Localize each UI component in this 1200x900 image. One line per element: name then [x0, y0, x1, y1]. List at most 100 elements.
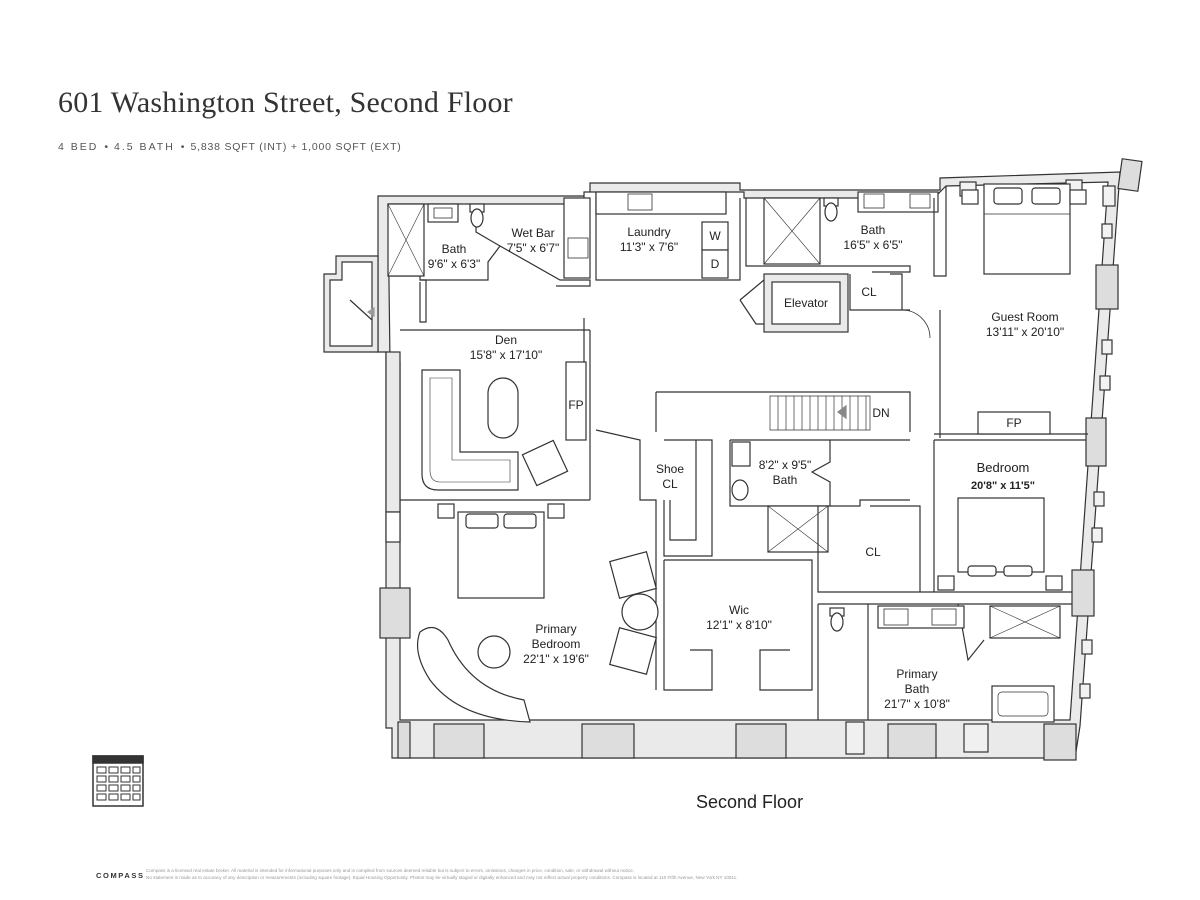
- column: [887, 723, 937, 759]
- wic-name: Wic: [729, 603, 749, 617]
- bedroom-dims: 20'8" x 11'5": [971, 480, 1035, 492]
- wetbar-walls: [499, 245, 591, 287]
- legal-line: No statement is made as to accuracy of a…: [146, 875, 738, 880]
- fireplace: [977, 411, 1051, 435]
- elevator-label: Elevator: [784, 296, 828, 310]
- guestroom-dims: 13'11" x 20'10": [986, 325, 1064, 339]
- stair-wall: [655, 391, 911, 441]
- fireplace: [565, 361, 587, 441]
- primary-wall: [400, 429, 657, 690]
- square-footage: 5,838 SQFT (INT) + 1,000 SQFT (EXT): [190, 141, 402, 153]
- den-dims: 15'8" x 17'10": [470, 348, 543, 362]
- den-wall: [400, 318, 591, 500]
- toilet-bowl: [824, 202, 838, 222]
- bath2-dims: 16'5" x 6'5": [843, 238, 902, 252]
- primary-bedroom-line2: Bedroom: [532, 637, 581, 651]
- closet-door: [901, 309, 931, 339]
- building-icon: [92, 755, 144, 807]
- pillow: [993, 187, 1023, 205]
- side-table: [477, 635, 511, 669]
- elevator-car: [771, 281, 841, 325]
- column: [1095, 264, 1119, 310]
- bath1-name: Bath: [442, 242, 467, 256]
- coffee-table: [487, 377, 519, 439]
- separator: •: [104, 141, 109, 153]
- column: [1085, 417, 1107, 467]
- washer: [701, 221, 729, 251]
- column: [433, 723, 485, 759]
- column: [1093, 491, 1105, 507]
- primary-bath-walls: [817, 603, 1072, 720]
- nightstand: [547, 503, 565, 519]
- sink: [863, 193, 885, 209]
- wic-dims: 12'1" x 8'10": [706, 618, 772, 632]
- sink: [883, 608, 909, 626]
- bath3-walls: [729, 440, 831, 507]
- primary-bath-line1: Primary: [896, 667, 937, 681]
- column: [735, 723, 787, 759]
- chaise: [417, 626, 531, 723]
- pillow: [967, 565, 997, 577]
- laundry-sink: [627, 193, 653, 211]
- bathtub-inner: [997, 691, 1049, 717]
- column: [385, 511, 401, 543]
- stair-arrow: [837, 404, 847, 420]
- baths-count: 4.5 BATH: [114, 141, 175, 153]
- column: [1099, 375, 1111, 391]
- brand-logo: COMPASS: [96, 871, 145, 880]
- bath2-name: Bath: [861, 223, 886, 237]
- nightstand: [437, 503, 455, 519]
- closet2-label: CL: [865, 545, 881, 559]
- column: [1101, 223, 1113, 239]
- toilet-bowl: [731, 479, 749, 501]
- shower-x: [763, 197, 821, 265]
- shower-x: [989, 605, 1061, 639]
- column: [1091, 527, 1103, 543]
- bath2-walls: [745, 198, 911, 273]
- column: [1101, 339, 1113, 355]
- pillow: [503, 513, 537, 529]
- nightstand: [1045, 575, 1063, 591]
- pillow: [1003, 565, 1033, 577]
- bed: [957, 497, 1045, 573]
- armchair: [521, 439, 569, 487]
- beds-count: 4 BED: [58, 141, 99, 153]
- round-table: [621, 593, 659, 631]
- floor-label: Second Floor: [696, 792, 804, 812]
- shoecloset-walls: [663, 439, 713, 557]
- toilet-bowl: [830, 612, 844, 632]
- washer-label: W: [709, 229, 721, 243]
- shower-x: [387, 203, 425, 277]
- pillow: [1031, 187, 1061, 205]
- sink: [909, 193, 931, 209]
- column: [963, 723, 989, 753]
- property-summary: 4 BED • 4.5 BATH • 5,838 SQFT (INT) + 1,000 …: [58, 141, 402, 153]
- den-name: Den: [495, 333, 517, 347]
- column: [1079, 683, 1091, 699]
- fireplace1-label: FP: [568, 398, 583, 412]
- shoe-closet-line1: Shoe: [656, 462, 684, 476]
- wetbar-name: Wet Bar: [511, 226, 554, 240]
- nightstand: [961, 189, 979, 205]
- primary-bath-dims: 21'7" x 10'8": [884, 697, 950, 711]
- wetbar-dims: 7'5" x 6'7": [507, 241, 559, 255]
- primary-bedroom-dims: 22'1" x 19'6": [523, 652, 589, 666]
- corner-column: [1117, 158, 1143, 192]
- column: [581, 723, 635, 759]
- guestroom-name: Guest Room: [991, 310, 1058, 324]
- closet1-label: CL: [861, 285, 877, 299]
- separator: •: [180, 141, 185, 153]
- column: [1043, 723, 1077, 761]
- entry-door: [349, 299, 373, 321]
- legal-line: Compass is a licensed real estate broker…: [146, 868, 634, 873]
- dryer-label: D: [711, 257, 720, 271]
- sink: [731, 441, 751, 467]
- page-title: 601 Washington Street, Second Floor: [58, 86, 513, 119]
- laundry-counter: [595, 191, 727, 215]
- laundry-walls: [595, 192, 741, 281]
- bath1-dims: 9'6" x 6'3": [428, 257, 480, 271]
- nightstand: [937, 575, 955, 591]
- column: [1102, 185, 1116, 207]
- nightstand: [1069, 189, 1087, 205]
